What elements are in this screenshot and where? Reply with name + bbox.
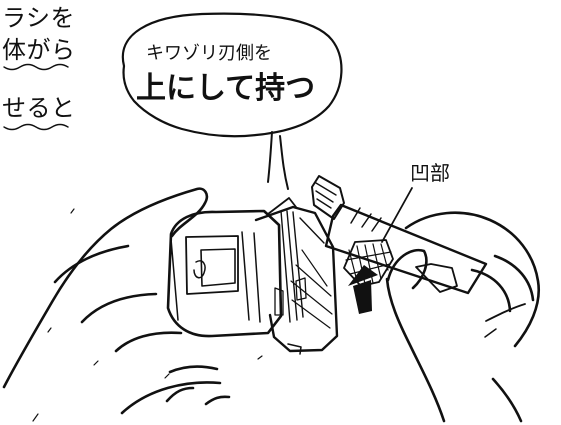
up-arrow	[348, 265, 378, 314]
right-hand	[385, 211, 541, 423]
text-fragment-3: せると	[2, 94, 76, 122]
text-fragment-2: 体がら	[2, 36, 76, 64]
shaver-head	[254, 197, 339, 355]
callout-text-line-1: キワゾリ刃側を	[146, 43, 272, 64]
text-underlines	[3, 63, 69, 131]
shaver-body	[166, 209, 283, 338]
callout-text-line-2: 上にして持つ	[136, 71, 316, 106]
recess-label: 凹部	[410, 161, 450, 185]
recess-leader-line	[381, 187, 413, 243]
callout-bubble	[121, 12, 343, 190]
text-fragment-1: ラシを	[2, 4, 76, 32]
stray-marks	[70, 208, 263, 379]
brush	[311, 175, 488, 295]
left-hand	[2, 187, 231, 422]
